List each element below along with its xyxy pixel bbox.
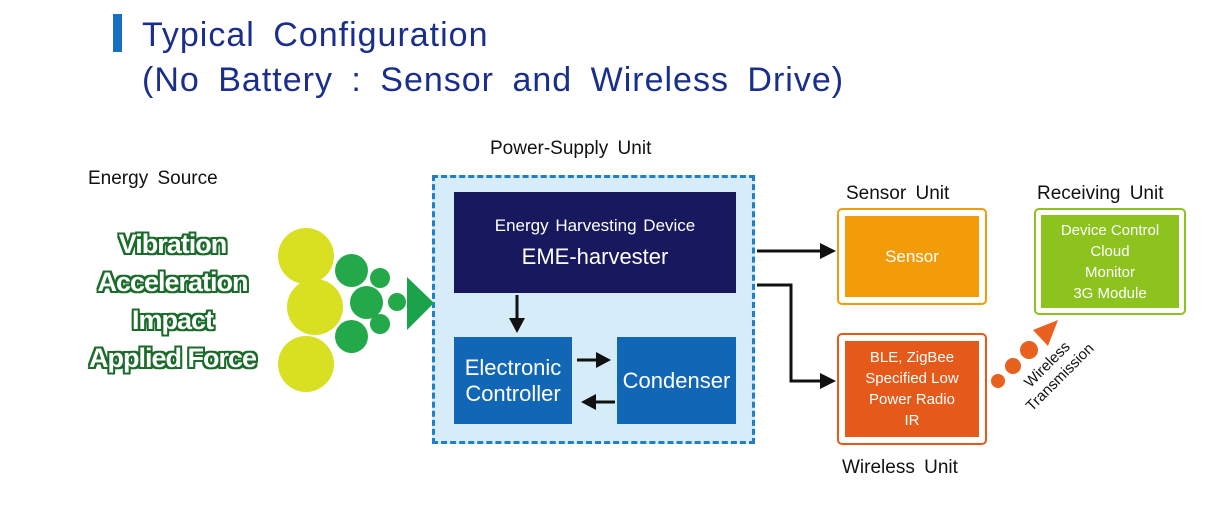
green-circle — [350, 286, 383, 319]
energy-source-list: Vibration Acceleration Impact Applied Fo… — [70, 225, 275, 377]
wireless-line: IR — [904, 412, 920, 429]
receiving-line: Device Control — [1060, 221, 1160, 239]
arrowhead-icon — [820, 373, 836, 389]
wireless-line: BLE, ZigBee — [869, 349, 955, 366]
receiving-line: Cloud — [1090, 242, 1130, 260]
receiving-box: Device Control Cloud Monitor 3G Module — [1041, 215, 1179, 308]
energy-item-impact: Impact — [131, 305, 214, 335]
green-circle — [370, 268, 390, 288]
arrowhead-icon — [509, 318, 525, 333]
green-circle — [335, 320, 368, 353]
power-supply-label: Power-Supply Unit — [490, 138, 652, 159]
green-circle — [335, 254, 368, 287]
condenser-label: Condenser — [622, 367, 731, 393]
transmission-arrow-icon — [1033, 320, 1058, 346]
yellow-circle — [278, 228, 334, 284]
energy-harvesting-device: Energy Harvesting Device EME-harvester — [454, 192, 736, 293]
receiving-unit-label: Receiving Unit — [1037, 183, 1164, 204]
sensor-box: Sensor — [845, 216, 979, 297]
energy-source-label: Energy Source — [88, 168, 218, 189]
arrowhead-icon — [820, 243, 836, 259]
harvester-name: EME-harvester — [521, 243, 669, 269]
controller-line1: Electronic — [464, 354, 562, 380]
sensor-text: Sensor — [885, 246, 939, 266]
energy-item-vibration: Vibration — [118, 229, 228, 259]
green-circle — [370, 314, 390, 334]
yellow-circle — [278, 336, 334, 392]
condenser: Condenser — [617, 337, 736, 424]
green-circle — [388, 293, 406, 311]
title-accent-bar — [113, 14, 122, 52]
transmission-dot-icon — [1020, 341, 1038, 359]
wireless-box: BLE, ZigBee Specified Low Power Radio IR — [845, 341, 979, 437]
arrowhead-icon — [581, 394, 596, 410]
arrow-to-wireless — [757, 283, 822, 383]
wireless-line: Specified Low — [865, 370, 959, 387]
energy-item-applied-force: Applied Force — [88, 343, 257, 373]
wireless-unit-label: Wireless Unit — [842, 457, 958, 478]
wireless-line: Power Radio — [869, 391, 955, 408]
transmission-dot-icon — [1005, 358, 1021, 374]
transmission-dot-icon — [991, 374, 1005, 388]
arrowhead-icon — [596, 352, 611, 368]
harvester-title: Energy Harvesting Device — [494, 215, 696, 235]
page-title: Typical Configuration — [142, 16, 489, 54]
page-subtitle: (No Battery : Sensor and Wireless Drive) — [142, 61, 845, 99]
electronic-controller: Electronic Controller — [454, 337, 572, 424]
green-arrow-icon — [407, 277, 434, 330]
receiving-line: 3G Module — [1073, 284, 1147, 302]
yellow-circle — [287, 279, 343, 335]
receiving-line: Monitor — [1084, 263, 1136, 281]
sensor-unit-label: Sensor Unit — [846, 183, 950, 204]
controller-line2: Controller — [465, 380, 561, 406]
energy-item-acceleration: Acceleration — [97, 267, 248, 297]
